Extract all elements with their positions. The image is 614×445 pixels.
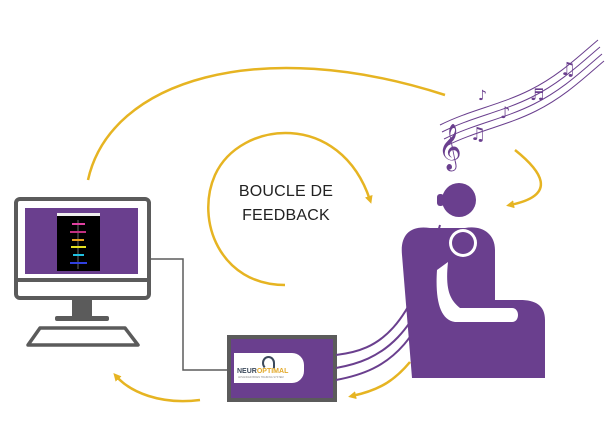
device-logo: NEUROPTIMAL ADVANCED BRAIN TRAINING SYST… — [234, 353, 304, 383]
arc-music-to-person — [506, 149, 543, 209]
loop-label-line1: BOUCLE DE — [238, 183, 334, 200]
computer-monitor-icon — [14, 197, 151, 321]
keyboard-icon — [26, 326, 140, 347]
svg-text:♪: ♪ — [478, 88, 487, 104]
head-icon — [262, 356, 275, 370]
svg-text:𝄞: 𝄞 — [438, 124, 462, 172]
headphones-icon — [437, 194, 444, 206]
loop-label-line2: FEEDBACK — [242, 207, 330, 224]
brand-prefix: NEUR — [237, 368, 257, 375]
arc-person-to-device — [348, 361, 411, 400]
cable — [150, 258, 230, 371]
armchair-person-icon — [401, 179, 545, 378]
brand-tagline: ADVANCED BRAIN TRAINING SYSTEM — [238, 376, 284, 379]
svg-text:♬: ♬ — [530, 85, 544, 104]
arc-loop — [207, 131, 373, 287]
svg-text:♫: ♫ — [470, 124, 486, 145]
feedback-arrows — [86, 66, 543, 403]
brand-name: NEUROPTIMAL — [237, 368, 288, 375]
brand-suffix: OPTIMAL — [256, 368, 289, 375]
arc-device-to-computer — [113, 372, 201, 403]
arc-computer-to-music — [86, 66, 446, 181]
svg-text:♪: ♪ — [500, 103, 510, 122]
music-notes-icon: 𝄞 ♫ ♪ ♬ ♫ ♪ — [438, 39, 605, 172]
svg-text:♫: ♫ — [560, 59, 576, 80]
